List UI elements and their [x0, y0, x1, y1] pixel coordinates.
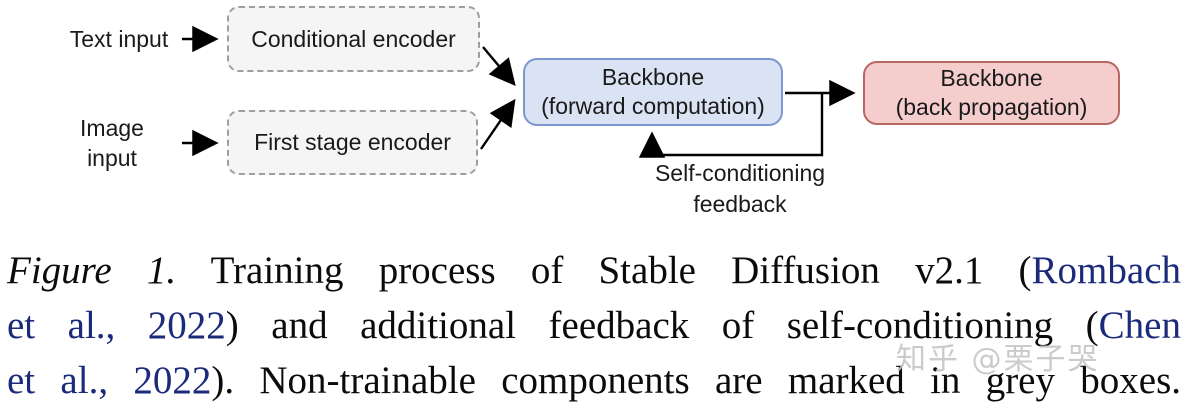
backbone-back-line1: Backbone [940, 65, 1043, 91]
caption-text: Training process of Stable Diffusion v2.… [176, 249, 1032, 292]
backbone-forward-box: Backbone (forward computation) [523, 58, 783, 126]
caption-line-2: et al., 2022) and additional feedback of… [7, 298, 1181, 353]
citation-link-rombach[interactable]: Rombach [1031, 249, 1181, 292]
citation-link-rombach-year[interactable]: et al., 2022 [7, 304, 226, 347]
first-stage-encoder-label: First stage encoder [254, 129, 451, 155]
text-input-label: Text input [69, 26, 169, 52]
caption-line-1: Figure 1. Training process of Stable Dif… [7, 243, 1181, 298]
caption-text: ). Non-trainable components are marked i… [211, 359, 1182, 402]
arrow-self-conditioning-feedback [638, 93, 824, 158]
first-stage-encoder-box: First stage encoder [227, 110, 478, 175]
caption-text: ) and additional feedback of self-condit… [225, 304, 1099, 347]
self-conditioning-line1: Self-conditioning [654, 160, 826, 186]
zhihu-watermark: 知乎 @栗子哭 [896, 342, 1100, 377]
self-conditioning-feedback-label: Self-conditioning feedback [638, 158, 842, 220]
conditional-encoder-label: Conditional encoder [251, 25, 456, 52]
image-input-line2: input [87, 145, 137, 171]
image-input-label: Image input [56, 113, 168, 173]
training-process-diagram: Text input Image input Conditional encod… [56, 6, 1120, 220]
backbone-back-box: Backbone (back propagation) [863, 61, 1120, 125]
backbone-forward-line2: (forward computation) [541, 93, 765, 119]
backbone-back-line2: (back propagation) [895, 94, 1088, 120]
figure-number: Figure 1. [7, 249, 177, 292]
caption-line-3: et al., 2022). Non-trainable components … [7, 353, 1181, 408]
conditional-encoder-box: Conditional encoder [227, 6, 480, 72]
figure-caption: Figure 1. Training process of Stable Dif… [7, 243, 1181, 408]
image-input-line1: Image [80, 115, 144, 141]
arrow-firststage-to-backbone [480, 98, 516, 150]
backbone-forward-line1: Backbone [601, 64, 705, 90]
citation-link-chen-year[interactable]: et al., 2022 [7, 359, 212, 402]
self-conditioning-line2: feedback [693, 191, 787, 217]
diagram-arrows [182, 25, 856, 158]
arrow-conditional-to-backbone [482, 46, 516, 87]
citation-link-chen[interactable]: Chen [1098, 304, 1181, 347]
